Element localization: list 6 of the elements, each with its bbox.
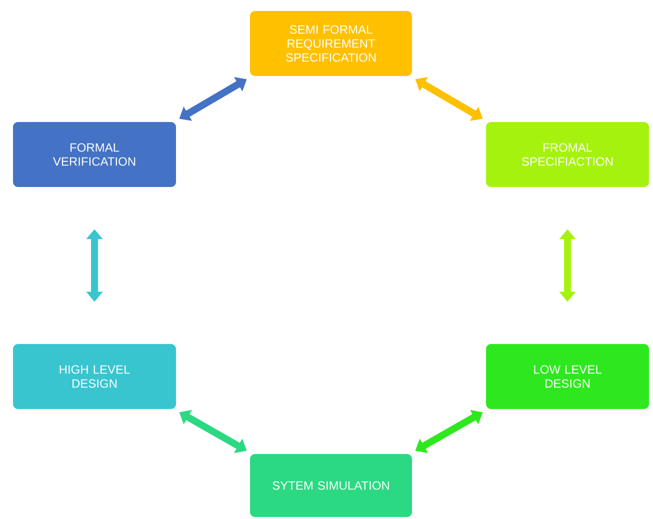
process-box: LOW LEVEL DESIGN: [486, 344, 649, 409]
process-box: FORMAL VERIFICATION: [13, 122, 176, 187]
process-box: HIGH LEVEL DESIGN: [13, 344, 176, 409]
process-box: FROMAL SPECIFIACTION: [486, 122, 649, 187]
process-box: SEMI FORMAL REQUIREMENT SPECIFICATION: [250, 11, 412, 76]
process-box: SYTEM SIMULATION: [250, 454, 412, 517]
